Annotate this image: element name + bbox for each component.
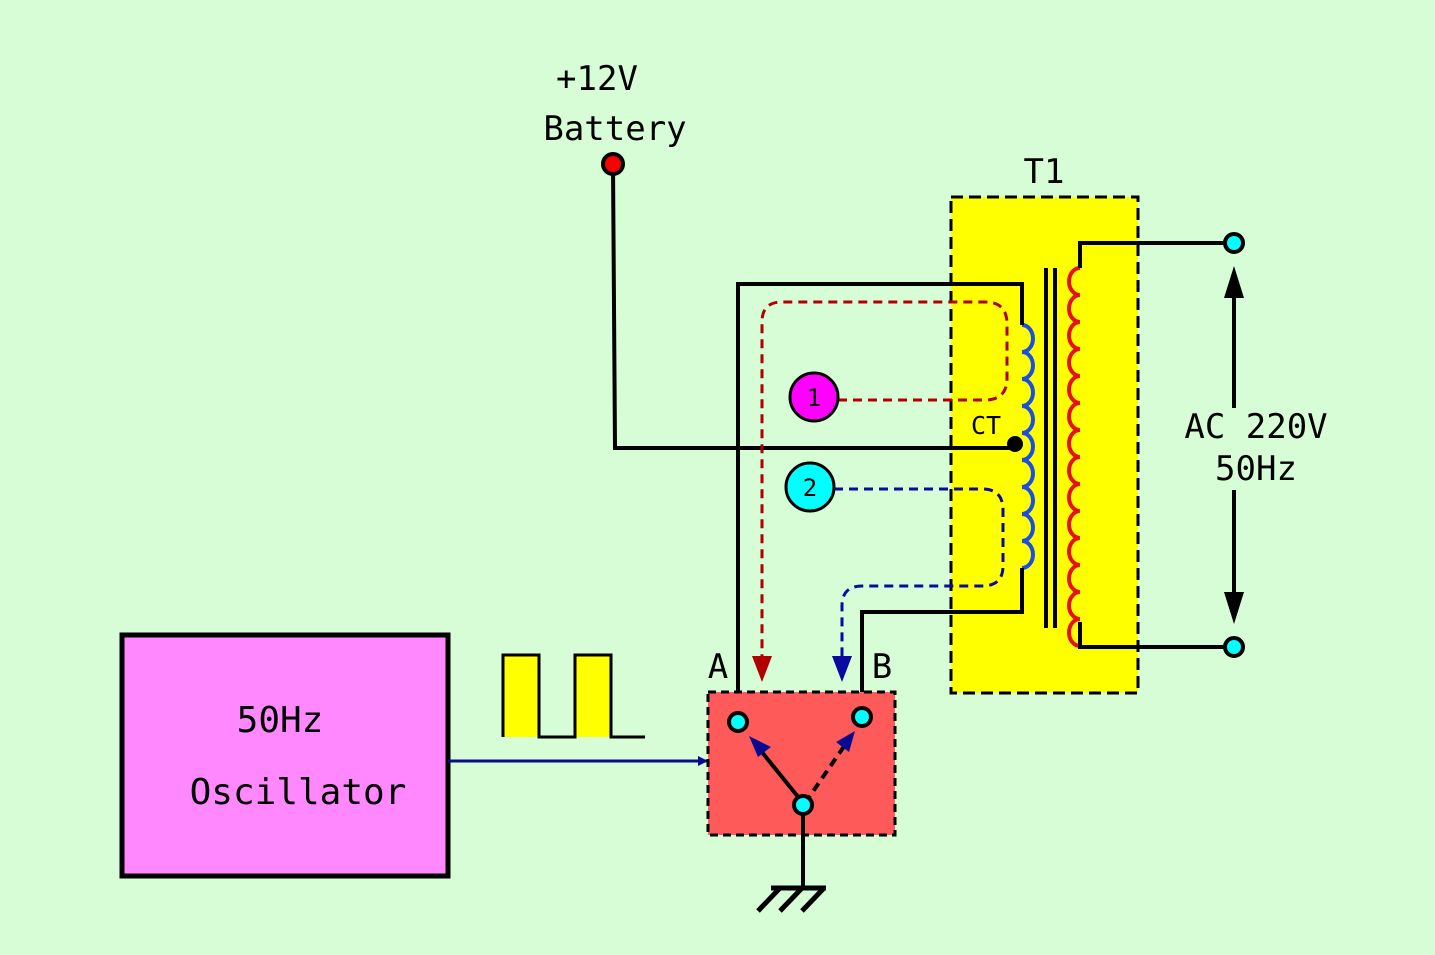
primary-bottom-wire xyxy=(860,568,1024,715)
primary-top-wire xyxy=(736,282,1024,720)
switch-arm-b xyxy=(803,740,849,805)
oscillator-box xyxy=(119,632,451,879)
battery-name-label: Battery xyxy=(543,109,686,149)
switch-arm-b-arrowhead xyxy=(836,731,855,752)
battery-wire xyxy=(611,164,1015,450)
path-1-marker xyxy=(788,371,840,423)
primary-coil xyxy=(1021,323,1035,570)
battery-voltage-label: +12V xyxy=(556,59,638,99)
switch-arm-a-arrowhead xyxy=(749,736,771,757)
switch-terminal-b-label: B xyxy=(872,647,892,687)
switch-terminal-a xyxy=(727,711,749,733)
center-tap-node xyxy=(1007,436,1023,452)
switch-arm-a xyxy=(755,744,805,805)
output-terminal-bottom xyxy=(1223,636,1245,658)
secondary-bottom-lead xyxy=(1078,622,1232,649)
switch-terminal-a-label: A xyxy=(708,647,728,687)
oscillator-frequency-label: 50Hz xyxy=(237,700,324,741)
switch-common-terminal xyxy=(792,794,814,816)
path-1-label: 1 xyxy=(807,384,821,412)
switch-terminal-b xyxy=(851,706,873,728)
secondary-top-lead xyxy=(1078,241,1232,268)
current-path-2-arrowhead xyxy=(832,656,852,682)
voltage-arrow-down-icon xyxy=(1224,592,1244,624)
transformer-label: T1 xyxy=(1024,152,1065,192)
voltage-arrow-up-icon xyxy=(1224,266,1244,298)
path-2-marker xyxy=(784,461,836,513)
current-path-1-arrowhead xyxy=(752,656,772,682)
pulse-waveform xyxy=(501,653,645,739)
battery-terminal xyxy=(601,152,625,176)
oscillator-name-label: Oscillator xyxy=(190,772,407,813)
output-frequency-label: 50Hz xyxy=(1215,449,1297,489)
secondary-coil xyxy=(1067,266,1081,648)
ground-icon xyxy=(756,885,826,913)
center-tap-label: CT xyxy=(971,411,1001,440)
path-2-label: 2 xyxy=(803,474,817,502)
output-terminal-top xyxy=(1223,232,1245,254)
output-voltage-label: AC 220V xyxy=(1184,407,1327,447)
current-path-2 xyxy=(834,487,1005,660)
